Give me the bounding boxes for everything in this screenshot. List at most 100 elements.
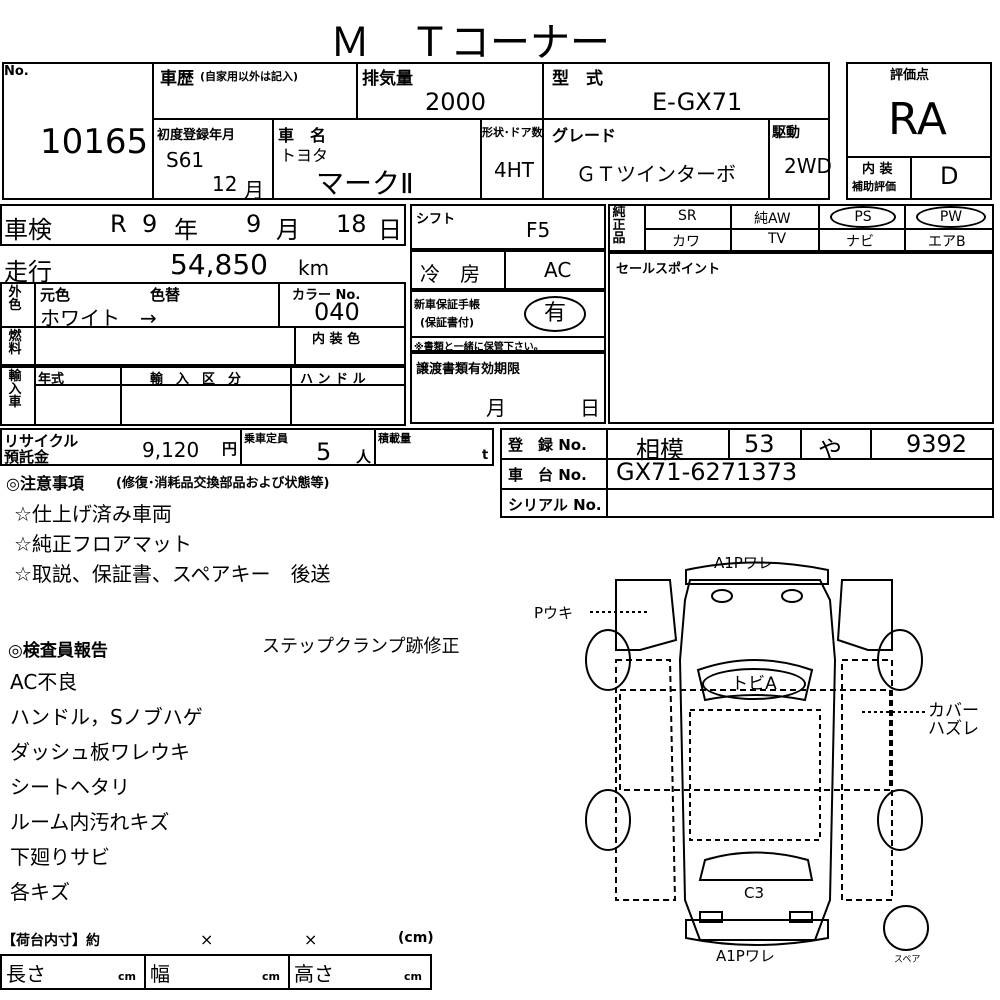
note-item: ☆仕上げ済み車両 [14, 502, 172, 526]
capacity-label: 乗車定員 [244, 432, 288, 445]
cargo-title: 【荷台内寸】約 [2, 933, 100, 949]
no-label: No. [4, 64, 29, 79]
shift-value: F5 [526, 218, 551, 242]
shaken-year-unit: 年 [174, 216, 198, 244]
score-box [846, 62, 992, 200]
report-item: ハンドル，Sノブハゲ [10, 705, 203, 729]
displacement-label: 排気量 [362, 69, 413, 89]
chassis-label: 車 台 No. [508, 466, 587, 484]
cargo-dimensions-box [0, 954, 432, 990]
equip-leather: カワ [672, 234, 700, 250]
cargo-cm-label: (cm) [398, 930, 434, 946]
warranty-box [410, 290, 606, 352]
color-block [0, 282, 406, 366]
drive-label: 駆動 [772, 125, 800, 141]
rear-damage-label: C3 [744, 884, 765, 902]
mileage-unit: km [298, 256, 330, 280]
serial-label: シリアル No. [508, 496, 602, 514]
recycle-label-2: 預託金 [4, 448, 50, 466]
report-item: ダッシュ板ワレウキ [10, 740, 190, 764]
transfer-month-unit: 月 [486, 396, 506, 420]
model-value: E-GX71 [652, 88, 743, 116]
equip-alloy: 純AW [754, 211, 791, 227]
front-damage-label: A1Pワレ [714, 554, 773, 572]
load-label: 積載量 [378, 432, 411, 445]
shaken-era: R [110, 210, 127, 238]
cargo-height-unit: cm [404, 970, 422, 983]
import-side-label: 輸入車 [8, 369, 22, 410]
import-class-label: 輸 入 区 分 [150, 372, 242, 387]
report-item: AC不良 [10, 670, 78, 694]
spare-label: スペア [894, 955, 921, 965]
transfer-box [410, 352, 606, 424]
capacity-value: 5 [316, 438, 332, 466]
notes-subtitle: (修復･消耗品交換部品および状態等) [116, 476, 330, 491]
cargo-times-2: × [304, 930, 318, 949]
report-item: 各キズ [10, 880, 70, 904]
notes-title: ◎注意事項 [6, 474, 84, 493]
mileage-value: 54,850 [170, 248, 268, 281]
report-item: ルーム内汚れキズ [10, 810, 170, 834]
color-change-label: 色替 [150, 286, 181, 304]
shaken-year: 9 [142, 210, 158, 238]
ac-box [410, 250, 606, 290]
recycle-label-1: リサイクル [4, 432, 79, 450]
top-info-block [2, 62, 830, 200]
sales-point-box [608, 252, 994, 424]
equip-sr: SR [678, 208, 697, 224]
registration-block [500, 428, 994, 518]
shaken-month-unit: 月 [276, 216, 300, 244]
displacement-value: 2000 [425, 88, 487, 116]
transfer-label: 譲渡書類有効期限 [416, 362, 521, 377]
cargo-height-label: 高さ [294, 962, 334, 986]
recycle-row [0, 428, 494, 466]
shaken-row [0, 204, 406, 246]
cargo-length-unit: cm [118, 970, 136, 983]
warranty-note: ※書類と一緒に保管下さい。 [414, 342, 544, 353]
equip-label: 純正品 [612, 205, 626, 246]
warranty-value: 有 [524, 296, 586, 332]
report-title: ◎検査員報告 [8, 641, 108, 661]
maker: トヨタ [280, 146, 329, 165]
interior-score: D [940, 162, 959, 190]
body-value: 4HT [494, 158, 534, 182]
warranty-label-1: 新車保証手帳 [414, 298, 480, 311]
fuel-label: 燃料 [8, 329, 22, 357]
history-note: (自家用以外は記入) [200, 70, 299, 83]
color-code: 040 [314, 298, 360, 326]
orig-color-label: 元色 [40, 286, 71, 304]
shift-label: シフト [416, 212, 456, 227]
first-reg-label: 初度登録年月 [157, 128, 236, 143]
import-block [0, 366, 406, 426]
shift-box [410, 204, 606, 250]
shaken-day: 18 [336, 210, 367, 238]
rear-bumper-damage-label: A1Pワレ [716, 947, 775, 965]
hood-damage-label: トビA [702, 668, 806, 700]
ac-label: 冷 房 [420, 262, 480, 286]
reg-label: 登 録 No. [508, 436, 587, 454]
equip-pw: PW [916, 206, 986, 228]
cargo-length-label: 長さ [6, 962, 46, 986]
reg-place: 相模 [636, 436, 684, 464]
model-label: 型 式 [552, 69, 603, 89]
interior-label-2: 補助評価 [852, 180, 896, 193]
score-label: 評価点 [890, 68, 930, 83]
body-label: 形状･ドア数 [482, 126, 543, 139]
left-damage-label: Pウキ [534, 604, 574, 622]
history-label: 車歴 [160, 69, 194, 89]
equip-airbag: エアB [928, 234, 966, 250]
mileage-label: 走行 [4, 258, 52, 286]
import-year-label: 年式 [38, 372, 65, 387]
right-damage-label-1: カバー [928, 701, 979, 721]
reg-class: 53 [744, 430, 775, 458]
recycle-value: 9,120 [142, 438, 200, 462]
drive-value: 2WD [784, 154, 832, 178]
color-value: ホワイト → [40, 306, 157, 330]
handle-label: ハ ン ド ル [300, 372, 366, 387]
car-name-label: 車 名 [278, 126, 327, 145]
page-title: Ｍ Ｔコーナー [330, 20, 610, 66]
note-item: ☆純正フロアマット [14, 532, 192, 556]
lot-number: 10165 [40, 122, 149, 162]
cargo-width-unit: cm [262, 970, 280, 983]
